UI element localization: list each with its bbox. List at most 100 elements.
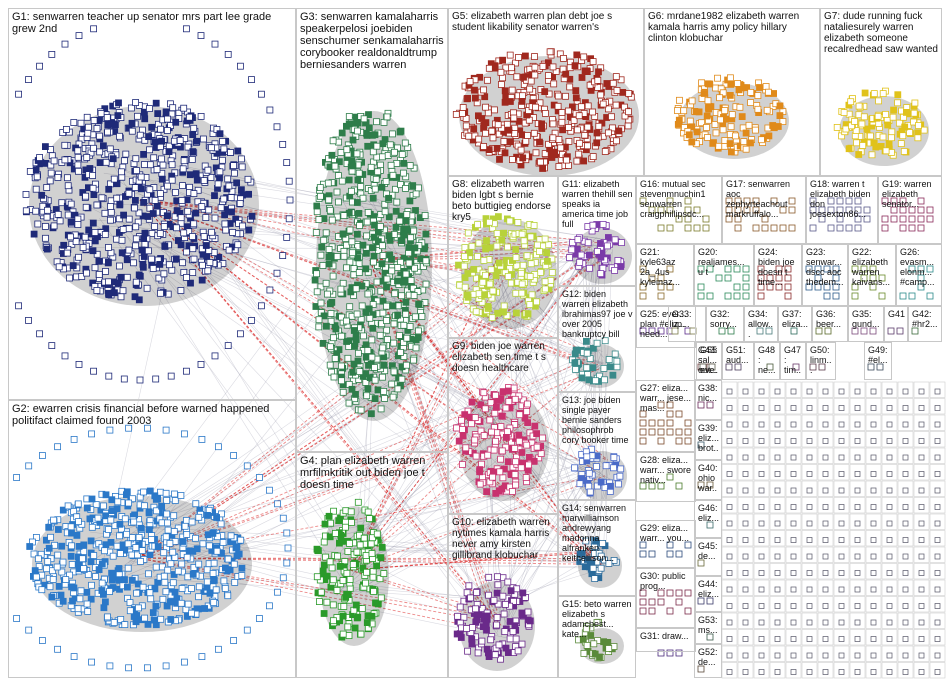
group-label-g37: G37: eliza... (782, 309, 809, 329)
group-cell-g37: G37: eliza... (778, 306, 812, 342)
group-label-g40: G40: ohio war... (698, 463, 719, 500)
group-cell-g22: G22: elizabeth warren kaivans... (848, 244, 896, 306)
group-label-g3: G3: senwarren kamalaharris speakerpelosi… (300, 11, 445, 71)
group-cell-g5: G5: elizabeth warren plan debt joe s stu… (448, 8, 644, 176)
group-cell-g34: G34: allow... (744, 306, 778, 342)
group-cell-g48: G48: ne... (754, 342, 780, 380)
group-label-g29: G29: eliza... warr... you... (640, 523, 693, 543)
group-label-g12: G12: biden warren elizabeth ibrahimas97 … (562, 289, 633, 339)
group-cell-g30: G30: public prog... (636, 568, 696, 628)
group-cell-g13: G13: joe biden single payer bernie sande… (558, 392, 636, 500)
group-cell-g16: G16: mutual sec stevenmnuchin1 senwarren… (636, 176, 722, 244)
group-cell-g24: G24: biden joe doesn t time... (754, 244, 802, 306)
group-label-g30: G30: public prog... (640, 571, 693, 591)
group-label-g55: G55: eve... (700, 345, 719, 380)
group-label-g41: G41 (888, 309, 905, 319)
group-label-g19: G19: warren elizabeth senator... (882, 179, 939, 209)
group-label-g36: G36: beer... (816, 309, 845, 329)
tiny-groups-grid (722, 382, 945, 678)
group-label-g33: G33: up... (672, 309, 703, 329)
group-label-g15: G15: beto warren elizabeth s adamcbest..… (562, 599, 633, 639)
group-label-g38: G38: nic... (698, 383, 719, 403)
group-cell-g20: G20: realjames... u t (694, 244, 754, 306)
group-cell-g50: G50: linm... (806, 342, 836, 380)
group-label-g26: G26: evasm... elonm... #camp... (900, 247, 939, 287)
group-cell-g28: G28: eliza... warr... swore nativ... (636, 452, 696, 502)
group-cell-g8: G8: elizabeth warren biden lgbt s bernie… (448, 176, 558, 338)
group-label-g32: G32: sorry... (710, 309, 741, 329)
group-label-g18: G18: warren t elizabeth biden don joesex… (810, 179, 875, 219)
group-label-g39: G39: eliz... brot... (698, 423, 719, 460)
group-label-g44: G44: eliz... (698, 579, 719, 599)
group-cell-g14: G14: senwarren marwilliamson andrewyang … (558, 500, 636, 596)
group-cell-g42: G42: #hr2... (908, 306, 942, 342)
group-label-g14: G14: senwarren marwilliamson andrewyang … (562, 503, 633, 563)
group-label-g8: G8: elizabeth warren biden lgbt s bernie… (452, 179, 555, 223)
group-cell-g1: G1: senwarren teacher up senator mrs par… (8, 8, 296, 400)
group-label-g11: G11: elizabeth warren thehill sen speaks… (562, 179, 633, 229)
group-label-g24: G24: biden joe doesn t time... (758, 247, 799, 287)
group-label-g50: G50: linm... (810, 345, 833, 375)
group-cell-g29: G29: eliza... warr... you... (636, 520, 696, 568)
group-label-g52: G52: de... (698, 647, 719, 667)
group-cell-g49: G49: #el... (864, 342, 892, 380)
group-cell-g33: G33: up... (668, 306, 706, 342)
group-cell-g23: G23: senwar... dscc aoc thedem... (802, 244, 848, 306)
group-cell-g2: G2: ewarren crisis financial before warn… (8, 400, 296, 678)
group-label-g45: G45: de... (698, 541, 719, 561)
group-cell-g39: G39: eliz... brot... (694, 420, 722, 460)
group-label-g1: G1: senwarren teacher up senator mrs par… (12, 11, 293, 35)
group-cell-g26: G26: evasm... elonm... #camp... (896, 244, 942, 306)
group-cell-g41: G41 (884, 306, 908, 342)
group-cell-g10: G10: elizabeth warren nytimes kamala har… (448, 514, 558, 678)
group-label-g20: G20: realjames... u t (698, 247, 751, 277)
group-cell-g47: G47: tim... (780, 342, 806, 380)
group-label-g21: G21: kyle63az 2a_4us kyleinaz... (640, 247, 691, 287)
group-cell-g12: G12: biden warren elizabeth ibrahimas97 … (558, 286, 636, 392)
group-label-g16: G16: mutual sec stevenmnuchin1 senwarren… (640, 179, 719, 219)
group-cell-g6: G6: mrdane1982 elizabeth warren kamala h… (644, 8, 820, 176)
group-cell-g40: G40: ohio war... (694, 460, 722, 500)
group-cell-g19: G19: warren elizabeth senator... (878, 176, 942, 244)
group-cell-g17: G17: senwarren aoc zephyrteachout markru… (722, 176, 806, 244)
group-label-g13: G13: joe biden single payer bernie sande… (562, 395, 633, 445)
group-label-g46: G46: eliz... (698, 503, 719, 523)
group-label-g6: G6: mrdane1982 elizabeth warren kamala h… (648, 11, 817, 44)
group-label-g47: G47: tim... (784, 345, 803, 380)
group-label-g27: G27: eliza... warr... jese... mas... (640, 383, 693, 413)
group-label-g23: G23: senwar... dscc aoc thedem... (806, 247, 845, 287)
group-cell-g21: G21: kyle63az 2a_4us kyleinaz... (636, 244, 694, 306)
group-label-g31: G31: draw... (640, 631, 693, 641)
group-cell-g15: G15: beto warren elizabeth s adamcbest..… (558, 596, 636, 678)
group-cell-g45: G45: de... (694, 538, 722, 576)
group-label-g42: G42: #hr2... (912, 309, 939, 329)
group-label-g9: G9: biden joe warren elizabeth sen time … (452, 341, 555, 374)
group-label-g35: G35: gund... (852, 309, 881, 329)
group-label-g2: G2: ewarren crisis financial before warn… (12, 403, 293, 427)
group-cell-g46: G46: eliz... (694, 500, 722, 538)
group-cell-g55: G55: eve... (696, 342, 722, 380)
group-label-g22: G22: elizabeth warren kaivans... (852, 247, 893, 287)
group-label-g7: G7: dude running fuck nataliesurely warr… (824, 11, 939, 55)
group-cell-g35: G35: gund... (848, 306, 884, 342)
group-cell-g44: G44: eliz... (694, 576, 722, 612)
group-cell-g38: G38: nic... (694, 380, 722, 420)
group-cell-g11: G11: elizabeth warren thehill sen speaks… (558, 176, 636, 286)
group-cell-g52: G52: de... (694, 644, 722, 678)
group-cell-g51: G51: aud... (722, 342, 754, 380)
group-cell-g3: G3: senwarren kamalaharris speakerpelosi… (296, 8, 448, 452)
group-cell-g32: G32: sorry... (706, 306, 744, 342)
group-label-g5: G5: elizabeth warren plan debt joe s stu… (452, 11, 641, 33)
group-cell-g9: G9: biden joe warren elizabeth sen time … (448, 338, 558, 514)
group-label-g34: G34: allow... (748, 309, 775, 339)
group-label-g51: G51: aud... (726, 345, 751, 365)
group-cell-g7: G7: dude running fuck nataliesurely warr… (820, 8, 942, 176)
group-cell-g18: G18: warren t elizabeth biden don joesex… (806, 176, 878, 244)
group-label-g17: G17: senwarren aoc zephyrteachout markru… (726, 179, 803, 219)
group-label-g49: G49: #el... (868, 345, 889, 365)
group-label-g28: G28: eliza... warr... swore nativ... (640, 455, 693, 485)
group-cell-g4: G4: plan elizabeth warren mrfilmkritik o… (296, 452, 448, 678)
group-cell-g27: G27: eliza... warr... jese... mas... (636, 380, 696, 452)
group-label-g53: G53: ms... (698, 615, 719, 635)
group-label-g10: G10: elizabeth warren nytimes kamala har… (452, 517, 555, 561)
